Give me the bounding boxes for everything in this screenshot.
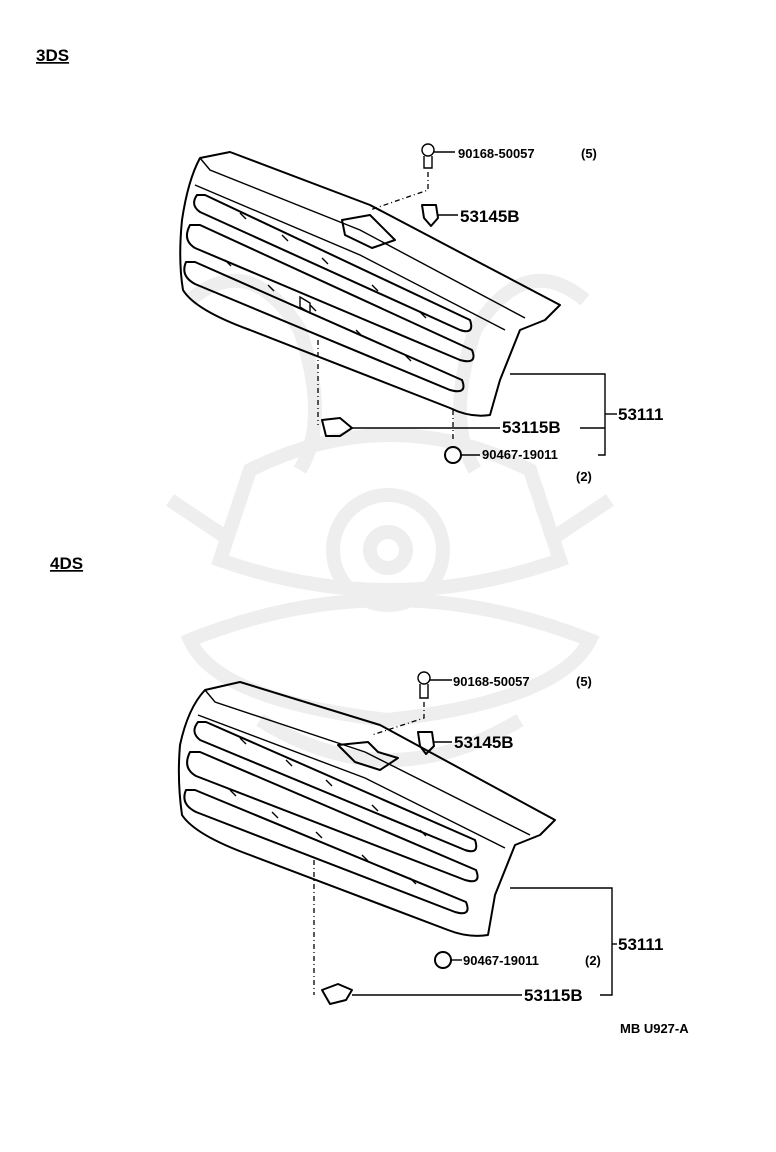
clip-top-3ds — [421, 204, 458, 227]
callout-3ds-clip-bottom-qty: (2) — [576, 469, 592, 484]
callout-3ds-bracket: 53115B — [502, 418, 561, 437]
clip-bottom-3ds — [444, 446, 480, 464]
bracket-3ds — [321, 417, 500, 437]
callout-3ds-clip-bottom: 90467-19011 — [482, 447, 558, 462]
bracket-line-4ds — [510, 887, 617, 996]
callout-4ds-clip-top: 53145B — [454, 733, 514, 752]
callout-3ds-screw: 90168-50057 — [458, 146, 535, 161]
callout-3ds-assembly: 53111 — [618, 405, 663, 424]
screw-3ds — [421, 143, 455, 169]
bracket-4ds — [321, 983, 522, 1005]
callout-4ds-bracket: 53115B — [524, 986, 583, 1005]
callout-4ds-assembly: 53111 — [618, 935, 663, 954]
bracket-line-3ds — [510, 373, 617, 456]
watermark-emblem — [166, 273, 614, 767]
leader-3ds-screw — [369, 172, 429, 211]
diagram-code: MB U927-A — [620, 1021, 689, 1036]
callout-3ds-screw-qty: (5) — [581, 146, 597, 161]
clip-top-4ds — [417, 731, 452, 755]
callout-4ds-clip-bottom: 90467-19011 — [463, 953, 539, 968]
callout-4ds-clip-bottom-qty: (2) — [585, 953, 601, 968]
callout-4ds-screw: 90168-50057 — [453, 674, 530, 689]
callout-4ds-screw-qty: (5) — [576, 674, 592, 689]
section-heading-3ds: 3DS — [36, 46, 69, 65]
leader-4ds-screw — [371, 702, 425, 736]
screw-4ds — [417, 671, 452, 699]
section-heading-4ds: 4DS — [50, 554, 83, 573]
clip-bottom-4ds — [434, 951, 462, 969]
grille-3ds — [179, 151, 561, 417]
grille-4ds — [177, 681, 556, 937]
callout-3ds-clip-top: 53145B — [460, 207, 520, 226]
